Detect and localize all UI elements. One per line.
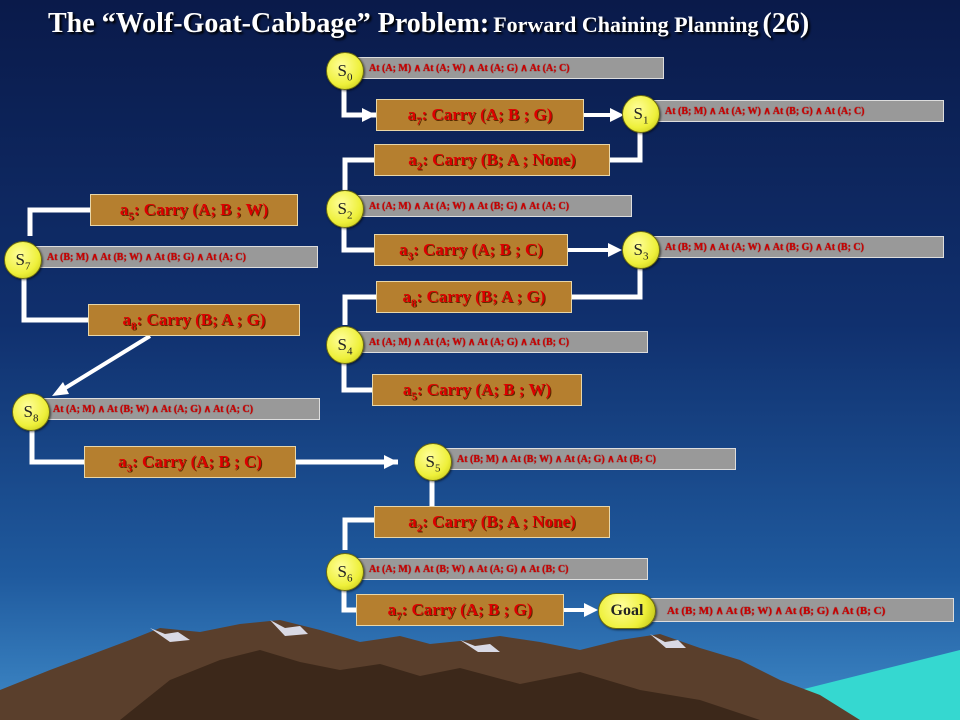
action-label: a — [122, 310, 132, 329]
state-s2-facts: At (A; M) ∧ At (A; W) ∧ At (B; G) ∧ At (… — [346, 195, 632, 217]
action-index: 7 — [396, 610, 402, 623]
action-a7-carry-g-bottom: a7: Carry (A; B ; G) — [356, 594, 564, 626]
action-index: 7 — [416, 115, 422, 128]
action-index: 2 — [416, 522, 423, 535]
state-s6-node: S6 — [326, 553, 364, 591]
state-s1-sub: 1 — [642, 114, 649, 127]
state-s8-node: S8 — [12, 393, 50, 431]
title-number: (26) — [762, 8, 810, 39]
state-s7-sub: 7 — [24, 260, 31, 273]
state-s6-facts: At (A; M) ∧ At (B; W) ∧ At (A; G) ∧ At (… — [346, 558, 648, 580]
state-s8-sub: 8 — [32, 412, 39, 425]
action-text: : Carry (B; A ; None) — [422, 150, 576, 169]
state-s1-facts: At (B; M) ∧ At (A; W) ∧ At (B; G) ∧ At (… — [642, 100, 944, 122]
action-text: : Carry (B; A ; G) — [136, 310, 266, 329]
state-s4-node: S4 — [326, 326, 364, 364]
action-a2-carry-none: a2: Carry (B; A ; None) — [374, 144, 610, 176]
action-label: a — [387, 600, 397, 619]
action-a3-carry-c-left: a3: Carry (A; B ; C) — [84, 446, 296, 478]
action-index: 5 — [128, 210, 134, 223]
state-s1-label: S — [633, 104, 643, 123]
action-text: : Carry (A; B ; W) — [133, 200, 269, 219]
action-text: : Carry (A; B ; C) — [413, 240, 543, 259]
state-s4-sub: 4 — [346, 345, 353, 358]
state-s0-label: S — [337, 61, 347, 80]
state-s7-facts: At (B; M) ∧ At (B; W) ∧ At (B; G) ∧ At (… — [24, 246, 318, 268]
action-label: a — [408, 512, 417, 531]
action-index: 3 — [407, 250, 414, 263]
state-s0-node: S0 — [326, 52, 364, 90]
action-label: a — [119, 200, 129, 219]
action-label: a — [118, 452, 127, 471]
action-label: a — [407, 105, 417, 124]
state-s6-label: S — [337, 562, 347, 581]
action-text: : Carry (A; B ; W) — [416, 380, 552, 399]
action-index: 8 — [411, 297, 417, 310]
action-text: : Carry (A; B ; C) — [132, 452, 262, 471]
action-text: : Carry (B; A ; None) — [422, 512, 576, 531]
state-s4-facts: At (A; M) ∧ At (A; W) ∧ At (A; G) ∧ At (… — [346, 331, 648, 353]
state-s8-facts: At (A; M) ∧ At (B; W) ∧ At (A; G) ∧ At (… — [30, 398, 320, 420]
state-s3-label: S — [633, 240, 643, 259]
title-main: The “Wolf-Goat-Cabbage” Problem: — [48, 8, 490, 39]
state-s0-sub: 0 — [346, 71, 353, 84]
action-index: 8 — [131, 320, 137, 333]
state-s0-facts: At (A; M) ∧ At (A; W) ∧ At (A; G) ∧ At (… — [346, 57, 664, 79]
action-label: a — [402, 380, 412, 399]
state-s3-node: S3 — [622, 231, 660, 269]
action-index: 5 — [411, 390, 417, 403]
action-text: : Carry (B; A ; G) — [416, 287, 546, 306]
action-a3-carry-c: a3: Carry (A; B ; C) — [374, 234, 568, 266]
action-label: a — [408, 150, 417, 169]
state-s2-sub: 2 — [346, 209, 353, 222]
action-index: 2 — [416, 160, 423, 173]
action-a5-carry-w: a5: Carry (A; B ; W) — [90, 194, 298, 226]
state-s6-sub: 6 — [346, 572, 353, 585]
state-s5-node: S5 — [414, 443, 452, 481]
state-s2-label: S — [337, 199, 347, 218]
state-s2-node: S2 — [326, 190, 364, 228]
action-a8-carry-g: a8: Carry (B; A ; G) — [376, 281, 572, 313]
action-text: : Carry (A; B ; G) — [421, 105, 553, 124]
state-s4-label: S — [337, 335, 347, 354]
action-a2-carry-none-bottom: a2: Carry (B; A ; None) — [374, 506, 610, 538]
state-s8-label: S — [23, 402, 33, 421]
action-text: : Carry (A; B ; G) — [401, 600, 533, 619]
state-s7-label: S — [15, 250, 25, 269]
state-s1-node: S1 — [622, 95, 660, 133]
state-s5-facts: At (B; M) ∧ At (B; W) ∧ At (A; G) ∧ At (… — [434, 448, 736, 470]
state-s7-node: S7 — [4, 241, 42, 279]
action-a8-carry-g-left: a8: Carry (B; A ; G) — [88, 304, 300, 336]
goal-state-facts: At (B; M) ∧ At (B; W) ∧ At (B; G) ∧ At (… — [644, 598, 954, 622]
goal-node: Goal — [598, 593, 656, 629]
action-index: 3 — [126, 462, 133, 475]
state-s5-sub: 5 — [434, 462, 441, 475]
state-s5-label: S — [425, 452, 435, 471]
action-label: a — [399, 240, 408, 259]
state-s3-sub: 3 — [642, 250, 649, 263]
goal-label: Goal — [610, 602, 644, 619]
action-label: a — [402, 287, 412, 306]
action-a7-carry-g: a7: Carry (A; B ; G) — [376, 99, 584, 131]
state-s3-facts: At (B; M) ∧ At (A; W) ∧ At (B; G) ∧ At (… — [642, 236, 944, 258]
page-title: The “Wolf-Goat-Cabbage” Problem: Forward… — [48, 8, 809, 40]
action-a5-carry-w-center: a5: Carry (A; B ; W) — [372, 374, 582, 406]
title-sub: Forward Chaining Planning — [493, 12, 759, 37]
